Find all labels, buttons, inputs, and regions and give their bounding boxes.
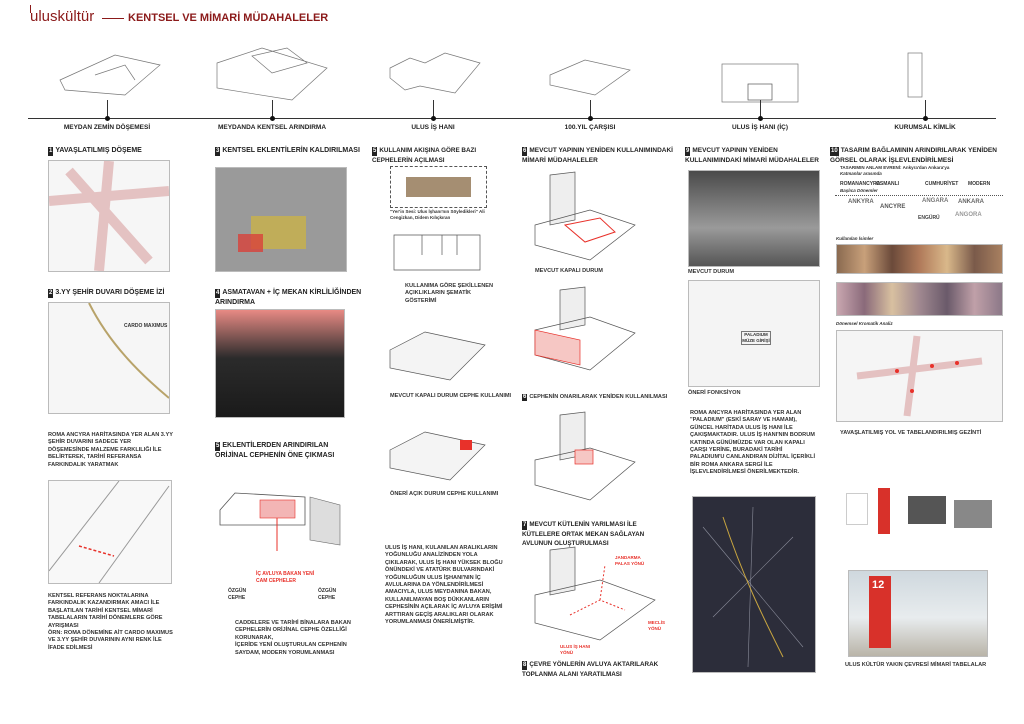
historic-photo-strip <box>836 244 1003 274</box>
name-ankyra: ANKYRA <box>848 199 874 205</box>
direction-label: MECLİS YÖNÜ <box>648 620 666 631</box>
chromatic-analysis-strip <box>836 282 1003 316</box>
caption: ÖNERİ FONKSİYON <box>688 390 741 396</box>
timeline-label: MEYDAN ZEMİN DÖŞEMESİ <box>63 124 151 131</box>
timeline-dot <box>588 116 593 121</box>
open-facade-axonometric <box>389 431 486 481</box>
roman-ankara-map-poster <box>692 496 816 673</box>
section-label: Dönemsel Kromatik Analiz <box>836 321 893 326</box>
existing-closed-axonometric <box>534 171 636 261</box>
subtitle: TASARIMIN ANLAM EVRENİ: Ankyra'dan Ankar… <box>840 165 950 176</box>
timeline-dot <box>105 116 110 121</box>
name-ancyre: ANCYRE <box>880 204 906 210</box>
caption: MEVCUT KAPALI DURUM <box>535 268 603 274</box>
facade-axonometric <box>219 492 341 551</box>
timeline-label: MEYDANDA KENTSEL ARINDIRMA <box>217 124 327 131</box>
period: OSMANLI <box>876 181 900 187</box>
city-wall-map: CARDO MAXIMUS <box>48 302 170 414</box>
caption: MEVCUT KAPALI DURUM CEPHE KULLANIMI <box>390 393 512 399</box>
section-label: Kullanılan İsimler <box>836 236 874 241</box>
usage-plan-diagram <box>390 166 487 208</box>
paragraph: ULUS İŞ HANI, KULANILAN ARALIKLARIN YOĞU… <box>385 545 503 626</box>
name-enguru: ENGÜRÜ <box>918 215 940 221</box>
name-angora: ANGORA <box>955 212 982 218</box>
period: MODERN <box>968 181 991 187</box>
caption: ULUS KÜLTÜR YAKIN ÇEVRESİ MİMARİ TABELAL… <box>845 662 987 668</box>
direction-label: ULUS İŞ HANI YÖNÜ <box>560 644 591 655</box>
gathering-axonometric <box>534 546 656 641</box>
iso-square-drawing <box>59 54 161 96</box>
facade-repair-axonometric <box>534 286 636 371</box>
paragraph: ROMA ANCYRA HARİTASINDA YER ALAN "PALADI… <box>690 410 816 476</box>
timeline-dot <box>923 116 928 121</box>
sign-number: 12 <box>872 579 885 591</box>
name-ankara: ANKARA <box>958 199 984 205</box>
opening-schema <box>393 234 481 271</box>
caption: MEVCUT DURUM <box>688 269 734 275</box>
paragraph: ROMA ANCYRA HARİTASINDA YER ALAN 3.YY ŞE… <box>48 432 173 468</box>
iso-square-cleared-drawing <box>216 47 328 101</box>
timeline-dot <box>431 116 436 121</box>
iso-100-yil-drawing <box>549 59 631 96</box>
brand: uluskültür <box>30 8 95 25</box>
walk-route-map <box>836 330 1003 422</box>
name-angara: ANGARA <box>922 198 949 204</box>
crosswalk-perspective <box>48 480 172 584</box>
timeline-label: 100.YIL ÇARŞISI <box>564 124 616 131</box>
divider <box>102 18 124 19</box>
sign-pylon-drawing <box>907 52 923 98</box>
brand-mark <box>30 5 31 13</box>
cardo-maximus-label: CARDO MAXIMUS <box>124 323 168 329</box>
signage-design <box>846 488 996 538</box>
original-facade-label: ÖZGÜN CEPHE <box>228 588 247 602</box>
period: ROMANANCYRA <box>840 181 881 187</box>
caption: KULLANIMA GÖRE ŞEKİLLENEN AÇIKLIKLARIN Ş… <box>405 283 494 304</box>
glass-facade-callout: İÇ AVLUYA BAKAN YENİ CAM CEPHELER <box>256 571 315 585</box>
existing-interior-photo <box>688 170 820 267</box>
direction-label: JANDARMA PALAS YÖNÜ <box>615 555 645 566</box>
timeline-dot <box>270 116 275 121</box>
paragraph: CADDELERE VE TARİHİ BİNALARA BAKAN CEPHE… <box>235 620 351 656</box>
divider <box>835 195 1003 196</box>
timeline-label: KURUMSAL KİMLİK <box>894 124 956 131</box>
proposal-render: PALADIUM MÜZE GİRİŞİ <box>688 280 820 387</box>
timeline-label: ULUS İŞ HANI <box>411 124 455 131</box>
timeline-label: ULUS İŞ HANI (İÇ) <box>732 124 788 131</box>
street-sign-photo: 12 <box>848 570 988 657</box>
museum-sign: PALADIUM MÜZE GİRİŞİ <box>741 331 771 345</box>
courtyard-axonometric <box>534 411 636 501</box>
caption: YAVAŞLATILMIŞ YOL VE TABELANDIRILMIŞ GEZ… <box>840 430 982 436</box>
caption: ÖNERİ AÇIK DURUM CEPHE KULLANIMI <box>390 491 499 497</box>
interior-photo <box>215 309 345 418</box>
closed-facade-axonometric <box>389 331 486 381</box>
timeline-dot <box>758 116 763 121</box>
iso-ulus-is-hani-drawing <box>389 52 481 94</box>
slowed-paving-map <box>48 160 170 272</box>
interior-section-drawing <box>721 63 799 103</box>
timeline-line <box>28 118 996 119</box>
period: CUMHURİYET <box>925 181 959 187</box>
page-title: KENTSEL VE MİMARİ MÜDAHALELER <box>128 12 329 24</box>
aerial-photo <box>215 167 347 272</box>
original-facade-label: ÖZGÜN CEPHE <box>318 588 337 602</box>
source-caption: "Yer'in Sesi: Ulus İşhanı'nın Söyledikle… <box>390 209 485 220</box>
paragraph: KENTSEL REFERANS NOKTALARINA FARKINDALIK… <box>48 593 173 651</box>
period-subtitle: Başlıca Dönemler <box>840 188 878 193</box>
